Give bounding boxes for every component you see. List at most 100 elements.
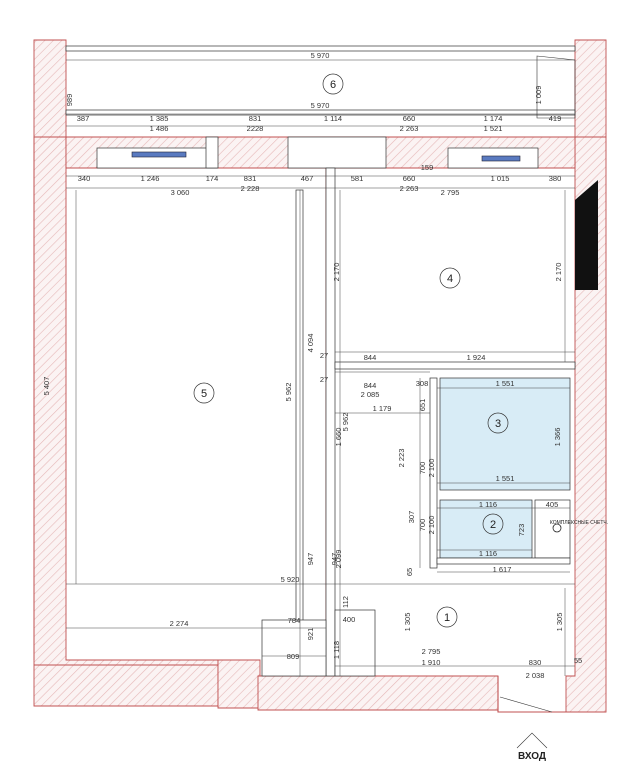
interior-partitions [261,167,576,677]
dimension-label: 1 118 [332,641,341,659]
dimension-label: 5 962 [341,413,350,432]
room-number-5: 5 [201,388,207,400]
dimension-label: 1 305 [403,613,412,632]
dimension-label: 831 [249,114,262,123]
dimension-label: 3 060 [171,188,190,197]
dimension-label: 581 [351,174,364,183]
dimension-label: 419 [549,114,562,123]
room-number-4: 4 [447,273,453,285]
dimension-label: 1 924 [467,353,486,362]
dimension-label: 2 263 [400,184,419,193]
entrance-door-opening [497,676,566,713]
dimension-label: 1 366 [553,428,562,447]
dimension-label: 1 116 [479,549,497,558]
balcony-frame [65,45,576,119]
dimension-label: 989 [65,94,74,107]
dimension-label: 112 [341,596,350,608]
dimension-label: 809 [287,652,300,661]
dimension-label: 400 [343,615,356,624]
dimension-label: 1 305 [555,613,564,632]
room-number-2: 2 [490,519,496,531]
dimension-label: 1 116 [479,500,497,509]
dimension-label: 1 486 [150,124,169,133]
dimension-label: 723 [517,524,526,537]
dimension-label: 1 114 [324,114,342,123]
dimension-label: 65 [405,568,414,576]
meter-icon [552,523,562,533]
dimension-label: 27 [320,375,328,384]
dimension-label: 660 [403,174,416,183]
dimension-label: 380 [549,174,562,183]
dimension-label: 5 962 [284,383,293,402]
dimension-label: 174 [206,174,219,183]
dimension-label: 831 [244,174,257,183]
dimension-label: 2 170 [332,263,341,282]
room-number-3: 3 [495,418,501,430]
dimension-label: 308 [416,379,429,388]
dimension-label: 2228 [247,124,264,133]
pillars [205,136,387,169]
dimension-label: 2 170 [554,263,563,282]
dimension-label: 405 [546,500,559,509]
meter-note-label: КОМПЛЕКСНЫЕ СЧЕТЧ. [550,520,608,526]
dimension-label: 2 038 [526,671,545,680]
dimension-label: 651 [418,399,427,412]
dimension-label: 844 [364,353,377,362]
window-sill-left [96,147,218,169]
dimension-label: 2 223 [397,449,406,468]
dimension-label: 1 521 [484,124,503,133]
dimension-label: 387 [77,114,90,123]
dimension-label: 2 100 [427,459,436,478]
dimension-label: 1 174 [484,114,503,123]
dimension-label: 1 179 [373,404,392,413]
dimension-label: 55 [574,656,582,665]
dimension-label: 660 [403,114,416,123]
dimension-label: 4 094 [306,334,315,353]
dimension-label: 1 617 [493,565,512,574]
dimension-label: 307 [407,511,416,524]
room-number-circle [436,606,458,628]
dimension-label: 5 407 [42,377,51,396]
dimension-label: 5 920 [281,575,300,584]
room-number-1: 1 [444,612,450,624]
dimension-label: 467 [301,174,314,183]
dimension-label: 1 660 [334,428,343,447]
dimension-label: 27 [320,351,328,360]
dimension-label: 700 [418,519,427,532]
dimension-label: 2 263 [400,124,419,133]
dimension-label: 1 246 [141,174,160,183]
entrance-label: ВХОД [518,751,546,762]
room-number-circle [482,513,504,535]
dimension-label: 5 970 [311,51,330,60]
dimension-label: 2 099 [334,550,343,569]
dimension-label: 947 [330,553,339,566]
dimension-label: 2 100 [427,516,436,535]
dimension-label: 1 551 [496,474,515,483]
dimension-label: 2 795 [422,647,441,656]
dimension-label: 5 970 [311,101,330,110]
dimension-label: 700 [418,462,427,475]
room-number-circle [487,412,509,434]
dimension-label: 1 385 [150,114,169,123]
entrance-arrow [516,732,548,749]
dimension-lines [66,59,575,676]
dimension-label: 947 [306,553,315,566]
dimension-label: 2 228 [241,184,260,193]
room-number-circle [322,73,344,95]
dimension-label: 2 085 [361,390,380,399]
dimension-label: 340 [78,174,91,183]
dimension-label: 1 009 [534,86,543,105]
dimension-label: 1 551 [496,379,515,388]
dimension-label: 921 [306,628,315,641]
room-number-circle [193,382,215,404]
radiator [575,180,598,290]
room-number-6: 6 [330,79,336,91]
dimension-label: 2 274 [170,619,189,628]
dimension-label: 2 795 [441,188,460,197]
dimension-label: 1 015 [491,174,510,183]
dimension-label: 844 [364,381,377,390]
dimension-label: 159 [421,163,434,172]
dimension-label: 784 [288,616,301,625]
window-sill-right [447,147,539,169]
